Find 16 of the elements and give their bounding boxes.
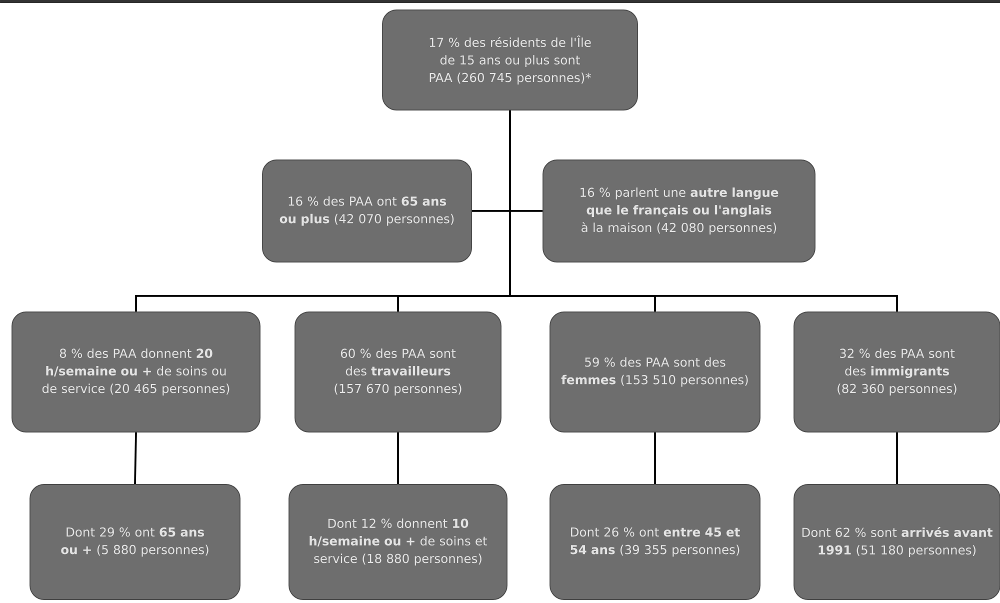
- info-box: 59 % des PAA sont des femmes (153 510 personnes): [550, 312, 760, 432]
- connector-line: [397, 432, 399, 484]
- info-box: Dont 26 % ont entre 45 et 54 ans (39 355 personnes): [550, 484, 760, 600]
- connector-line: [509, 110, 898, 312]
- info-box: 60 % des PAA sont des travailleurs (157 670 personnes): [294, 312, 502, 432]
- connector-line: [896, 432, 898, 484]
- info-box: Dont 62 % sont arrivés avant 1991 (51 180 personnes): [794, 484, 1000, 600]
- connector-line: [654, 432, 656, 484]
- info-box: Dont 29 % ont 65 ans ou + (5 880 personnes): [30, 484, 240, 600]
- info-box: 16 % des PAA ont 65 ans ou plus (42 070 personnes): [262, 160, 472, 262]
- info-box: 32 % des PAA sont des immigrants (82 360 personnes): [794, 312, 1000, 432]
- connector-line: [134, 432, 137, 484]
- info-box: Dont 12 % donnent 10 h/semaine ou + de soins et service (18 880 personnes): [288, 484, 508, 600]
- info-box: 17 % des résidents de l'Île de 15 ans ou plus sont PAA (260 745 personnes)*: [382, 10, 638, 110]
- info-box: 8 % des PAA donnent 20 h/semaine ou + de soins ou de service (20 465 personnes): [12, 312, 260, 432]
- info-box: 16 % parlent une autre langue que le français ou l'anglais à la maison (42 080 personnes): [542, 160, 816, 262]
